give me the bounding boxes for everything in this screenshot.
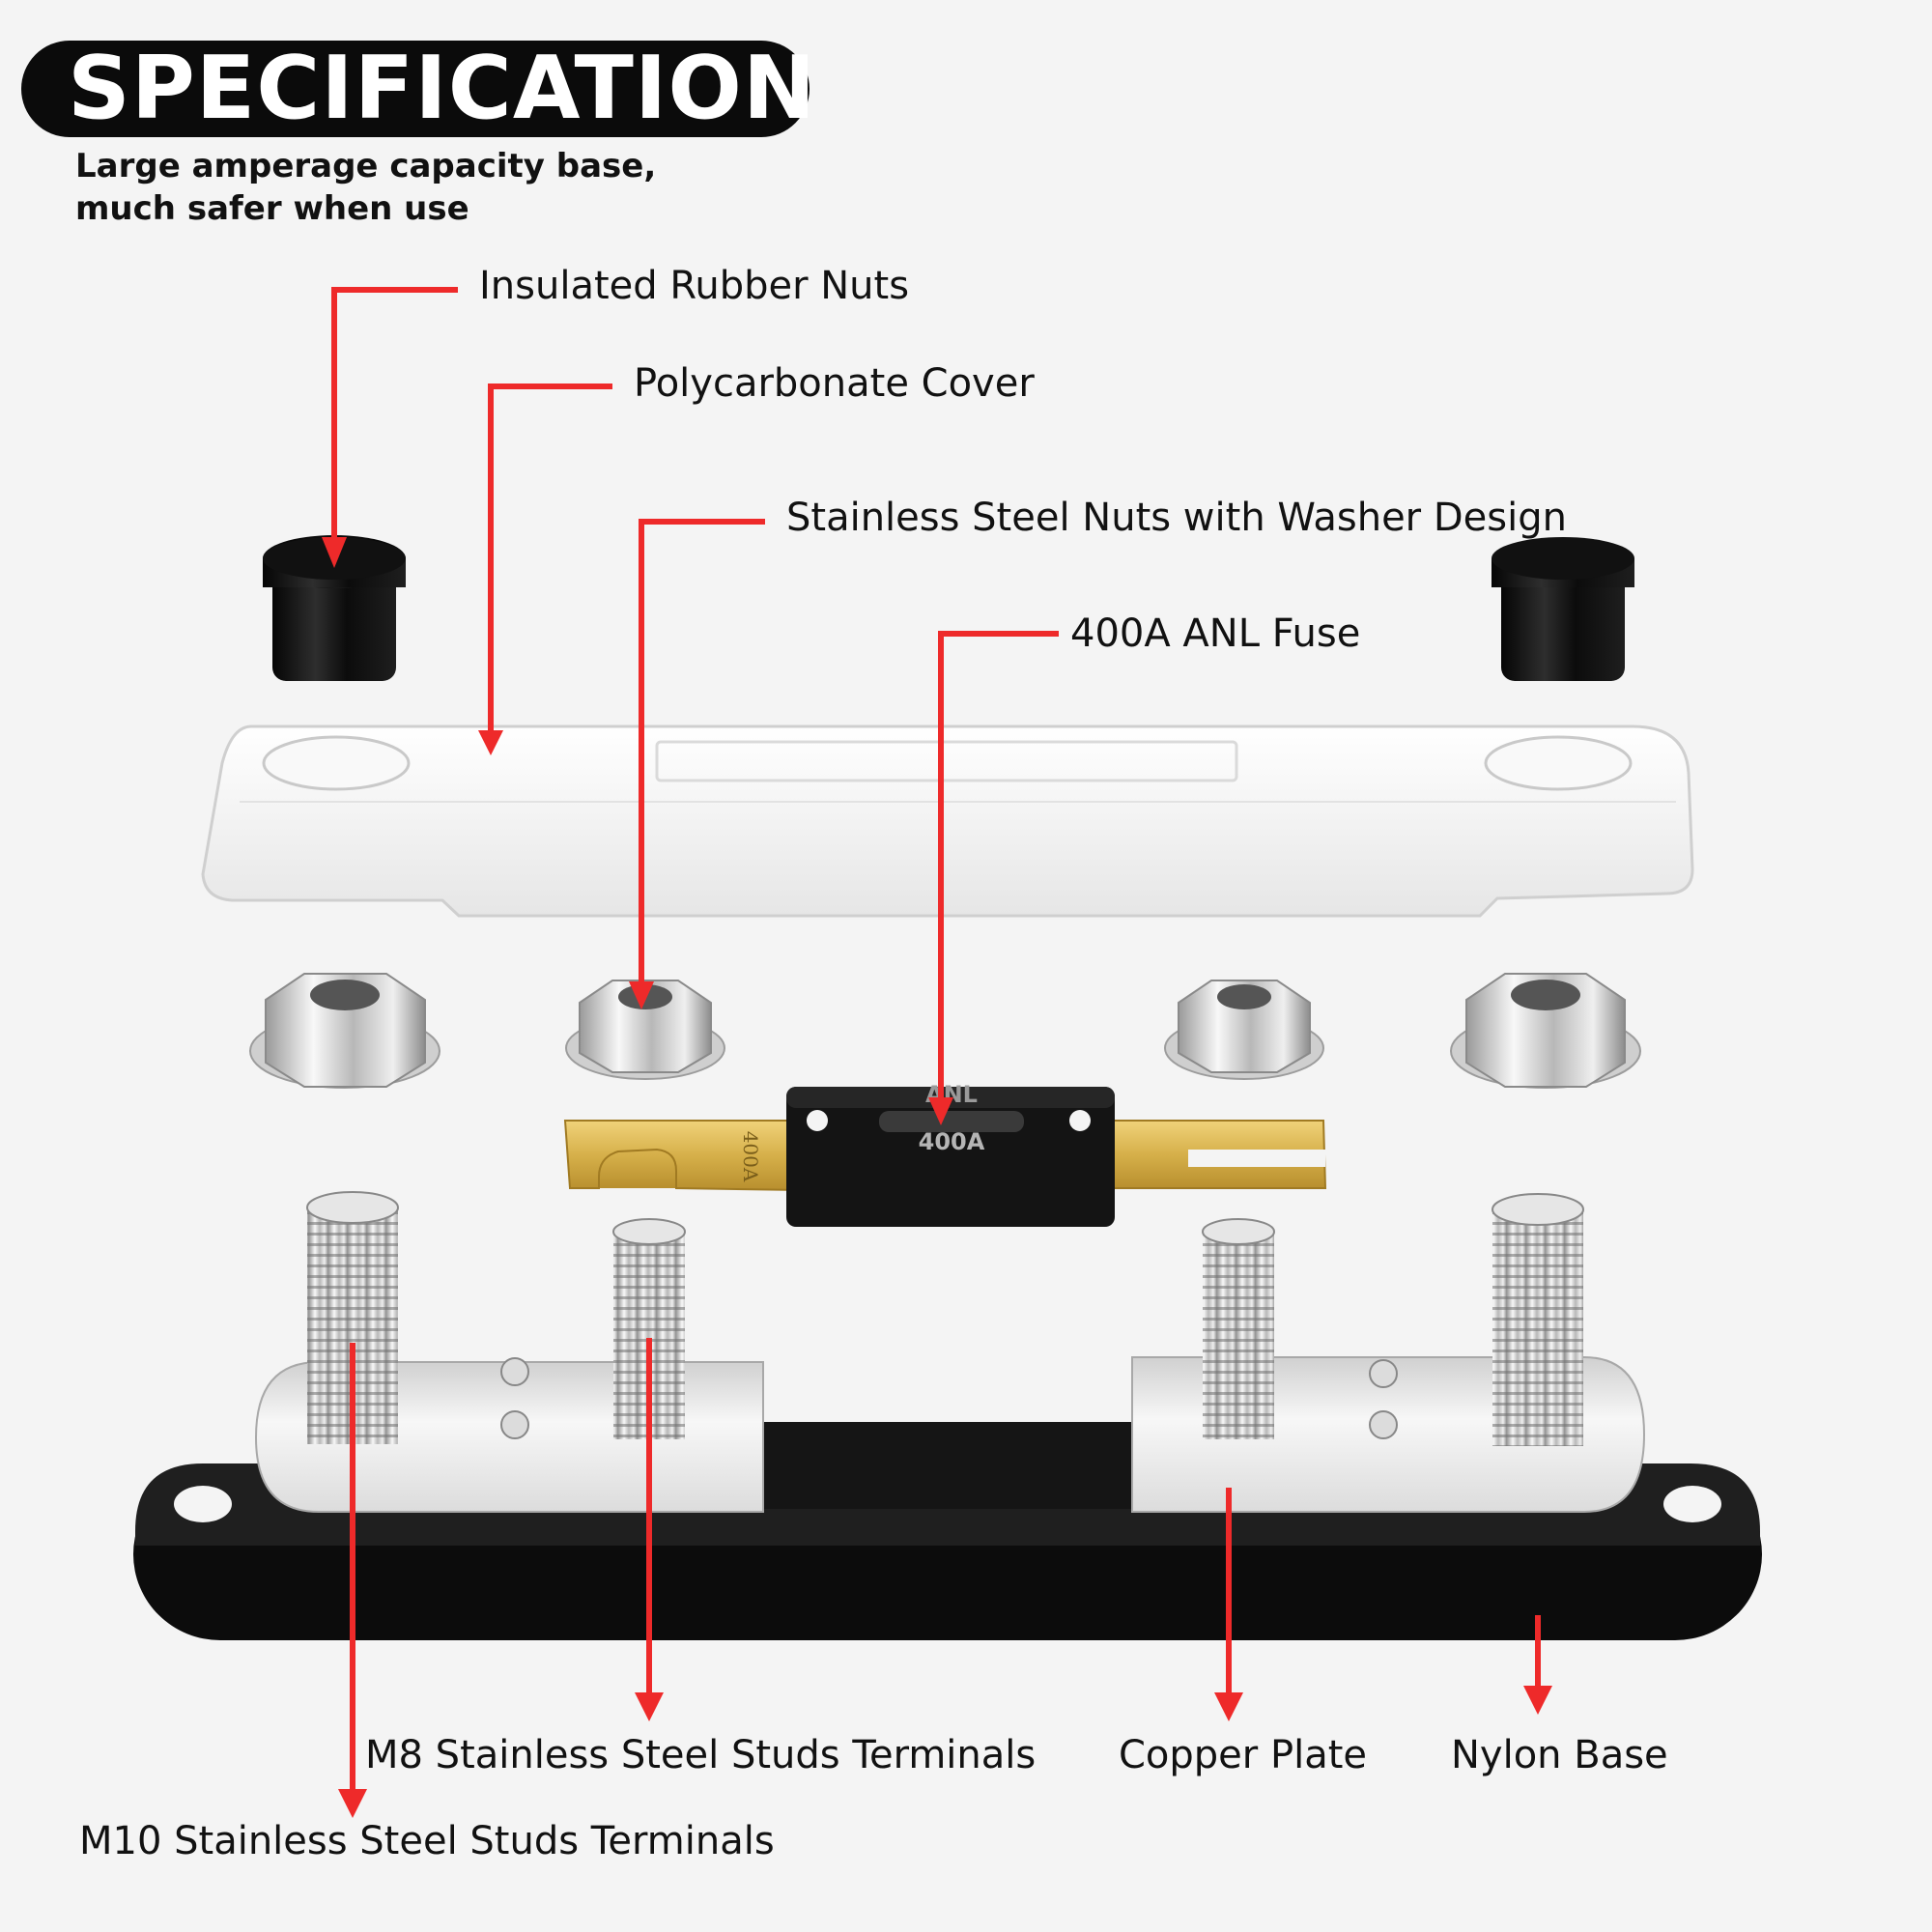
subtitle-line-1: Large amperage capacity base, — [75, 147, 657, 185]
callout-cover — [488, 384, 612, 734]
label-anl-fuse: 400A ANL Fuse — [1070, 611, 1361, 656]
fuse-tab-marking: 400A — [739, 1131, 762, 1182]
label-nylon-base: Nylon Base — [1451, 1733, 1668, 1777]
fuse-rating-marking: 400A — [919, 1128, 985, 1155]
polycarbonate-cover — [201, 724, 1694, 918]
steel-nut-1 — [249, 973, 440, 1089]
title-pill — [21, 41, 810, 137]
label-stainless-steel-nuts: Stainless Steel Nuts with Washer Design — [786, 496, 1567, 540]
m10-stud-right — [1492, 1193, 1584, 1446]
anl-fuse — [563, 1087, 1327, 1227]
label-polycarbonate-cover: Polycarbonate Cover — [634, 361, 1035, 406]
label-copper-plate: Copper Plate — [1119, 1733, 1367, 1777]
callout-rubber-nuts — [331, 287, 458, 541]
label-insulated-rubber-nuts: Insulated Rubber Nuts — [479, 264, 910, 308]
subtitle-line-2: much safer when use — [75, 189, 469, 228]
label-m10-studs: M10 Stainless Steel Studs Terminals — [79, 1819, 775, 1863]
steel-nut-2 — [565, 980, 725, 1080]
callout-steel-nuts — [639, 519, 765, 985]
label-m8-studs: M8 Stainless Steel Studs Terminals — [365, 1733, 1037, 1777]
callout-lines — [331, 287, 1541, 1792]
page-subtitle: Large amperage capacity base, much safer… — [75, 145, 656, 230]
callout-fuse — [938, 631, 1059, 1101]
callout-arrowheads — [322, 537, 1552, 1818]
rubber-nut-right — [1492, 537, 1634, 681]
steel-nut-4 — [1450, 973, 1641, 1089]
page-title: SPECIFICATION — [68, 38, 817, 139]
steel-nut-3 — [1164, 980, 1324, 1080]
m8-stud-right — [1202, 1218, 1275, 1439]
